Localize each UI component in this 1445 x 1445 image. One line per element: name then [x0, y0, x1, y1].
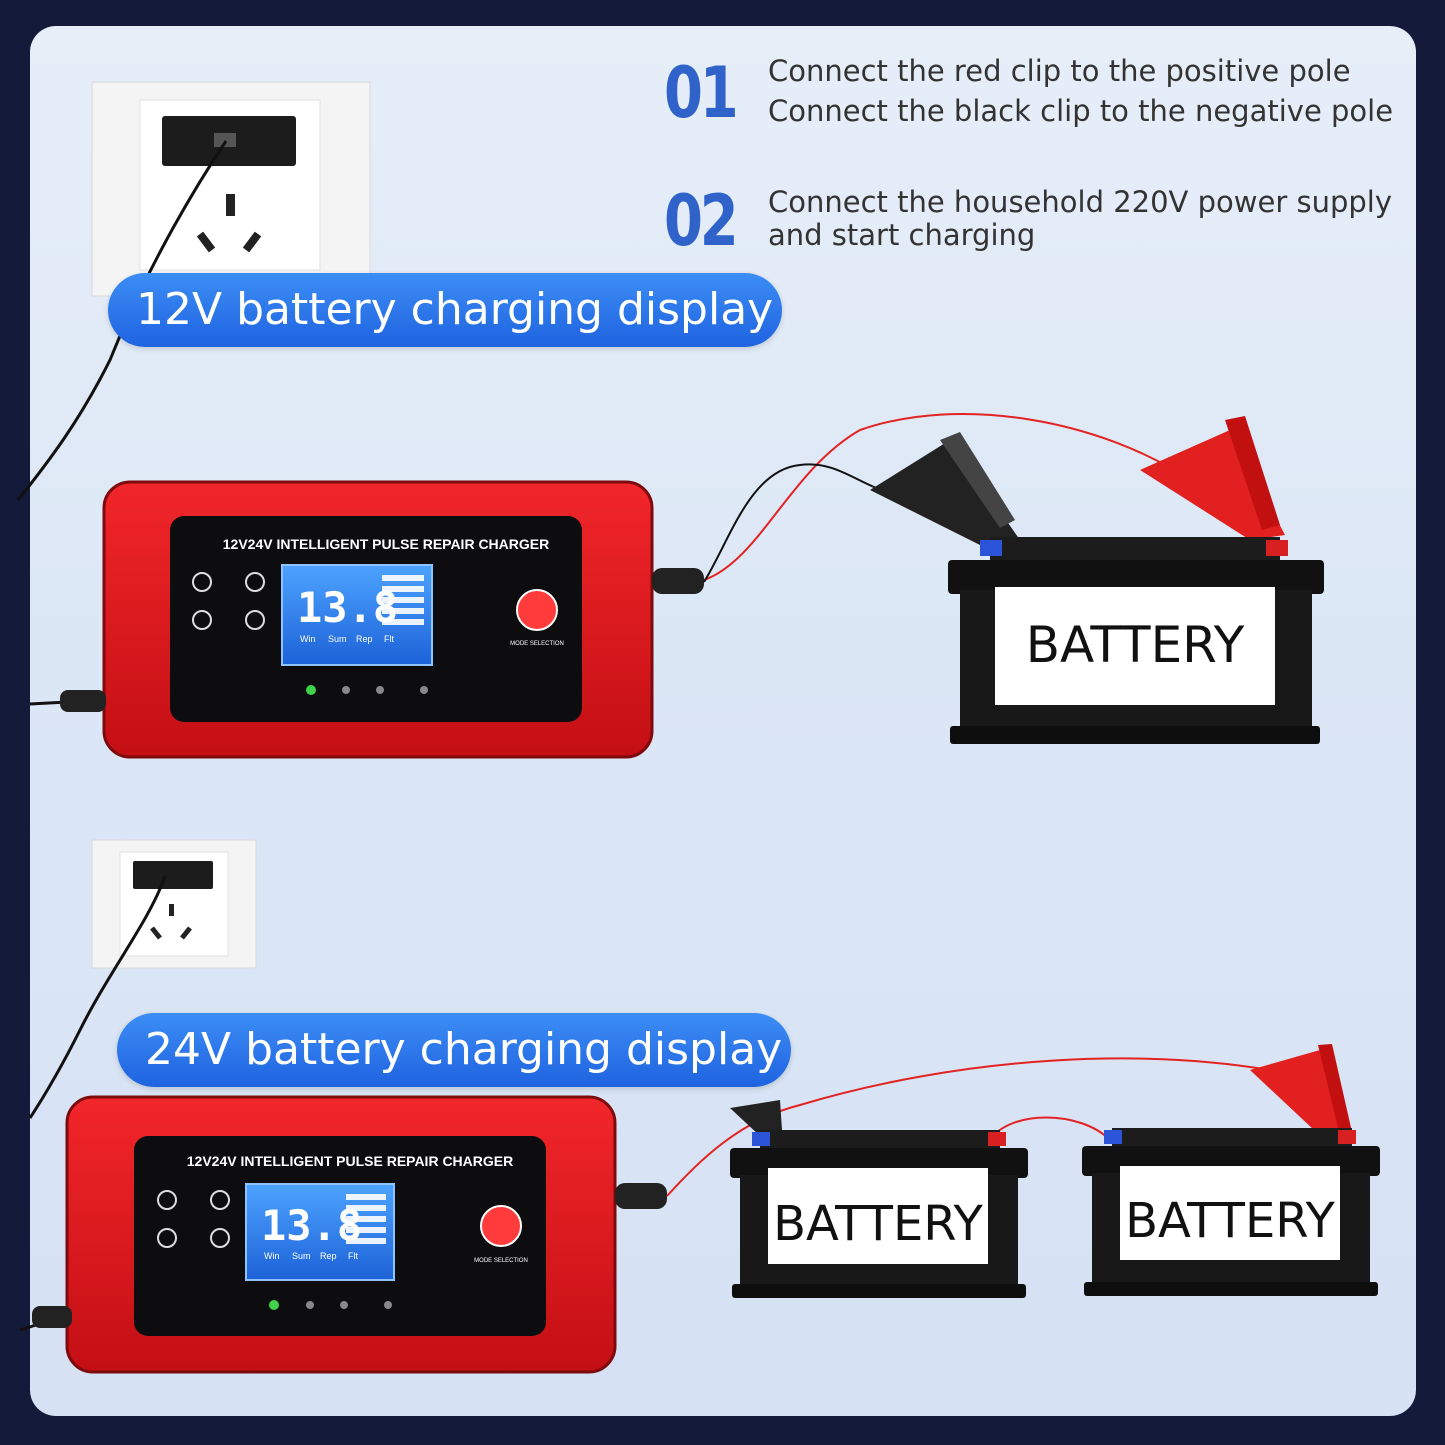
step-1-line-2: Connect the black clip to the negative p… — [768, 94, 1394, 128]
mode-label-top: MODE SELECTION — [510, 641, 564, 647]
wall-socket-top — [91, 81, 371, 297]
charger-title-top: 12V24V INTELLIGENT PULSE REPAIR CHARGER — [223, 536, 549, 552]
red-cable-top — [703, 413, 1191, 581]
red-clip-bottom — [1250, 1044, 1352, 1145]
charger-bottom — [32, 1095, 667, 1374]
step-1-line-1: Connect the red clip to the positive pol… — [768, 54, 1351, 88]
step-2-number: 02 — [664, 180, 739, 262]
battery-label-bottom-right: BATTERY — [1125, 1193, 1335, 1249]
black-cable-top — [703, 463, 901, 583]
lcd-mode-win-top: Win — [300, 634, 316, 644]
black-clip-top — [870, 432, 1020, 550]
power-cord-top — [16, 140, 228, 501]
red-cable-bottom — [666, 1057, 1321, 1197]
lcd-mode-flt-top: Flt — [384, 634, 394, 644]
mode-label-bottom: MODE SELECTION — [474, 1258, 528, 1264]
lcd-mode-sum-top: Sum — [328, 634, 347, 644]
black-clip-bottom — [730, 1100, 782, 1136]
lcd-mode-rep-bottom: Rep — [320, 1251, 337, 1261]
charger-title-bottom: 12V24V INTELLIGENT PULSE REPAIR CHARGER — [187, 1153, 513, 1169]
battery-bottom-left — [730, 1130, 1028, 1298]
power-cord-bottom — [28, 875, 167, 1119]
lcd-value-top: 13.8 — [297, 583, 398, 632]
step-1-number: 01 — [664, 52, 739, 134]
battery-bottom-right — [1082, 1128, 1380, 1296]
battery-label-bottom-left: BATTERY — [773, 1196, 983, 1252]
charger-top — [60, 480, 704, 759]
step-2-line-2: and start charging — [768, 218, 1036, 252]
step-2-line-1: Connect the household 220V power supply — [768, 185, 1392, 219]
red-clip-top — [1140, 416, 1285, 540]
lcd-value-bottom: 13.8 — [261, 1201, 362, 1250]
section-label-12v: 12V battery charging display — [108, 273, 782, 347]
link-cable — [989, 1116, 1111, 1141]
lcd-mode-flt-bottom: Flt — [348, 1251, 358, 1261]
lcd-mode-rep-top: Rep — [356, 634, 373, 644]
lcd-mode-win-bottom: Win — [264, 1251, 280, 1261]
lcd-mode-sum-bottom: Sum — [292, 1251, 311, 1261]
battery-label-top: BATTERY — [1026, 616, 1245, 674]
section-label-24v: 24V battery charging display — [117, 1013, 791, 1087]
battery-top — [948, 537, 1324, 744]
wall-socket-bottom — [91, 839, 257, 969]
